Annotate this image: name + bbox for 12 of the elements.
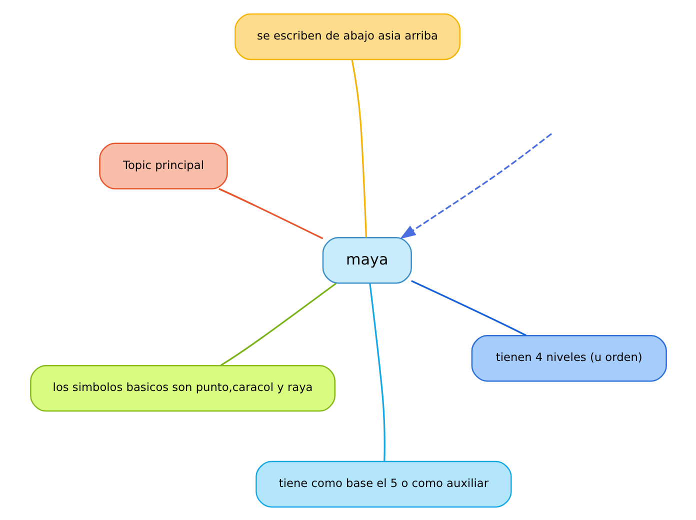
connector: [218, 188, 323, 239]
node-box: Topic principal: [98, 142, 228, 189]
node-box: tienen 4 niveles (u orden): [470, 334, 666, 382]
connector: [368, 282, 386, 461]
node-box: maya: [322, 236, 412, 284]
node-box: tiene como base el 5 o como auxiliar: [255, 460, 512, 508]
node-box: se escriben de abajo asia arriba: [234, 12, 460, 60]
connector: [410, 280, 526, 336]
arrow: [399, 132, 552, 238]
connector: [350, 59, 367, 237]
node-box: los simbolos basicos son punto,caracol y raya: [30, 364, 335, 412]
connector: [220, 282, 336, 366]
